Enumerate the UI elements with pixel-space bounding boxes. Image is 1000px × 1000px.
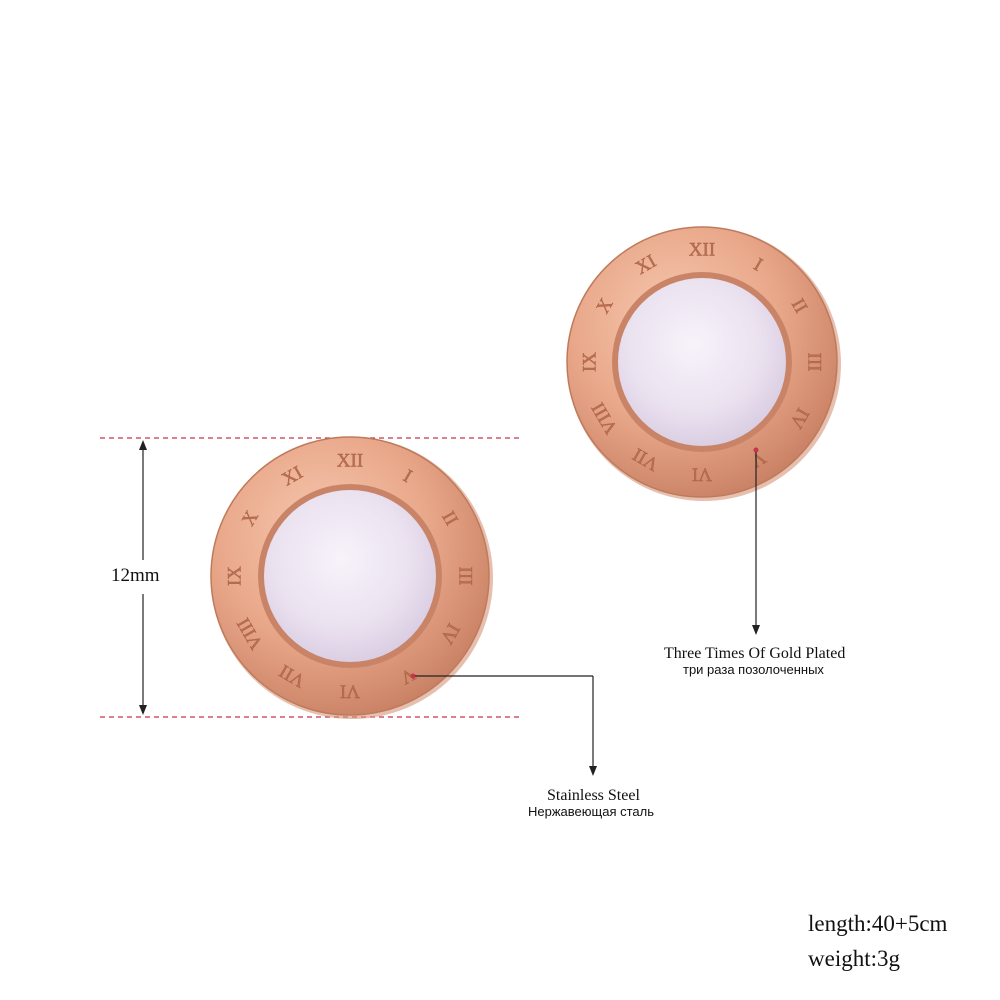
dimension-arrow xyxy=(139,440,147,715)
plating-label-ru: три раза позолоченных xyxy=(683,662,824,677)
roman-numeral: VI xyxy=(692,464,712,485)
roman-numeral: IX xyxy=(580,352,601,372)
callout-plating-leader xyxy=(752,447,760,635)
roman-numeral: XII xyxy=(689,240,715,261)
material-label-en: Stainless Steel xyxy=(547,787,640,804)
roman-numeral: XII xyxy=(337,451,363,472)
dimension-label: 12mm xyxy=(111,565,160,586)
weight-spec: weight:3g xyxy=(808,946,900,971)
plating-label-en: Three Times Of Gold Plated xyxy=(664,645,846,662)
length-spec: length:40+5cm xyxy=(808,911,948,936)
callout-material-leader xyxy=(410,673,597,776)
roman-numeral: IX xyxy=(225,566,246,586)
roman-numeral: III xyxy=(804,353,825,372)
pearl-inlay xyxy=(618,278,786,446)
roman-numeral: VI xyxy=(340,681,360,702)
material-label-ru: Нержавеющая сталь xyxy=(528,804,654,819)
roman-numeral: III xyxy=(455,567,476,586)
pearl-inlay xyxy=(264,490,436,662)
